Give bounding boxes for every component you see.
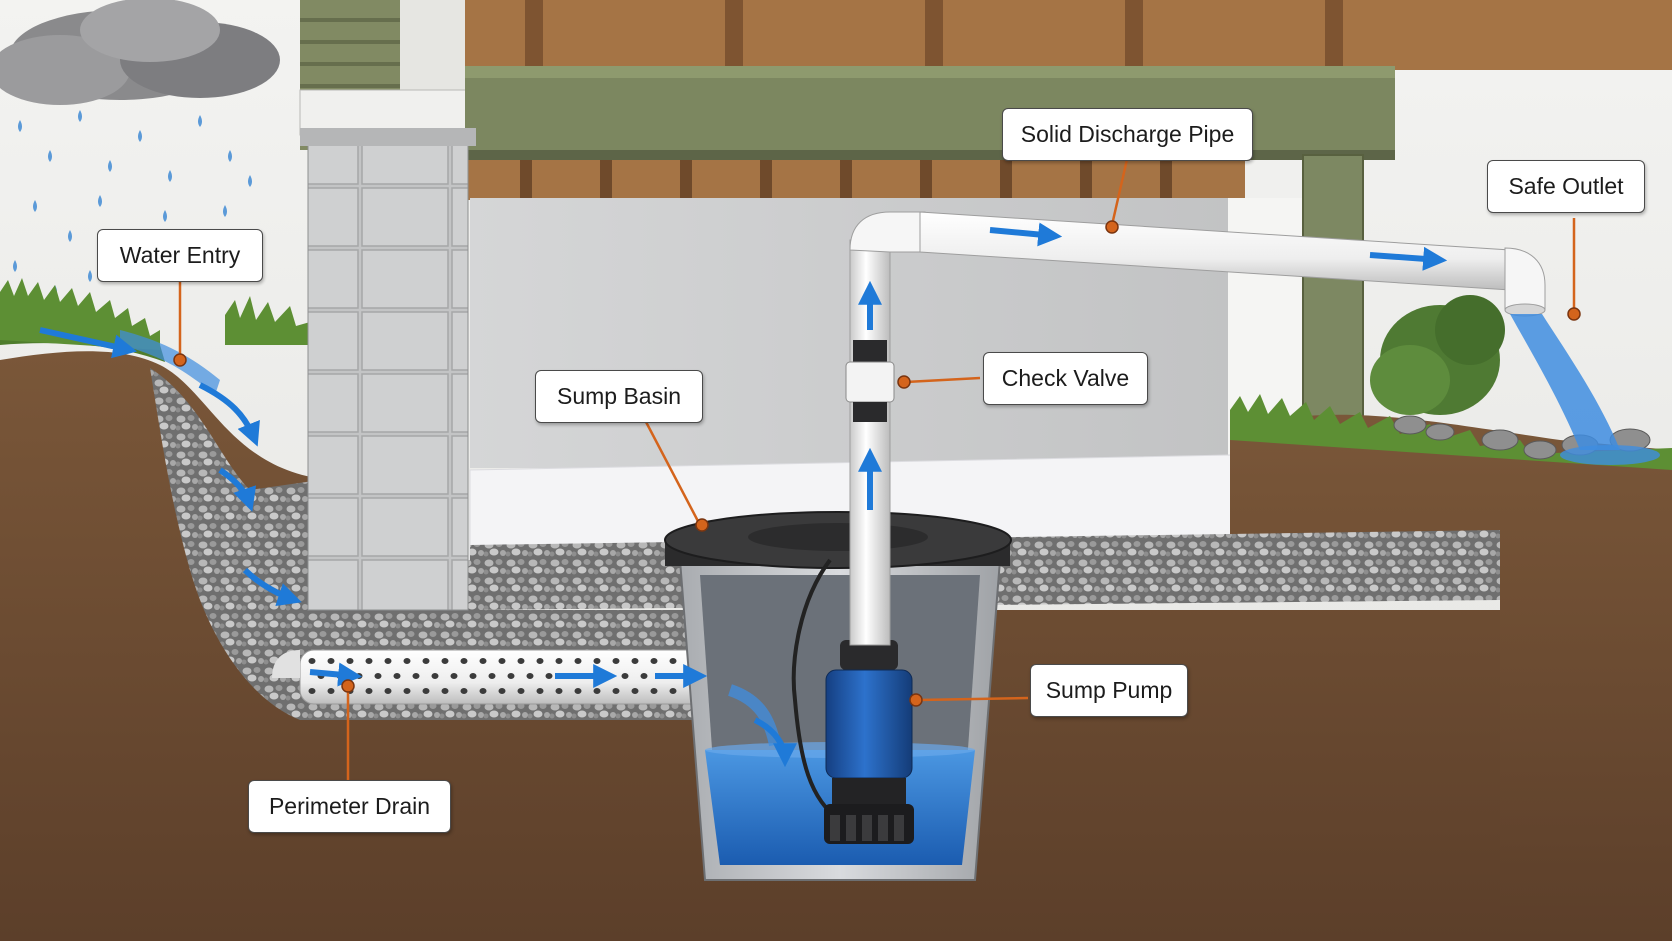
rain-drop-icon xyxy=(33,200,37,212)
rain-drop-icon xyxy=(223,205,227,217)
rain-drop-icon xyxy=(168,170,172,182)
rain-drop-icon xyxy=(198,115,202,127)
infiltrating-water xyxy=(120,330,781,747)
rain-drop-icon xyxy=(228,150,232,162)
rain-cloud-icon xyxy=(0,0,280,105)
callout-sump-pump: Sump Pump xyxy=(1030,664,1188,717)
callout-check-valve: Check Valve xyxy=(983,352,1148,405)
check-valve xyxy=(845,340,895,422)
rain-drop-icon xyxy=(13,260,17,272)
rain-drop-icon xyxy=(108,160,112,172)
rain-drop-icon xyxy=(48,150,52,162)
callout-solid-discharge-pipe: Solid Discharge Pipe xyxy=(1002,108,1253,161)
leader-lines xyxy=(178,154,1576,780)
rain-drop-icon xyxy=(18,120,22,132)
outlet-water-stream xyxy=(1510,314,1660,465)
callout-safe-outlet: Safe Outlet xyxy=(1487,160,1645,213)
sump-pump xyxy=(824,640,914,844)
rain-drop-icon xyxy=(248,175,252,187)
rain-drop-icon xyxy=(138,130,142,142)
callout-water-entry: Water Entry xyxy=(97,229,263,282)
flow-arrow-icon xyxy=(39,222,1448,768)
callout-sump-basin: Sump Basin xyxy=(535,370,703,423)
rain-drop-icon xyxy=(78,110,82,122)
rain-drop-icon xyxy=(68,230,72,242)
rain-drop-icon xyxy=(98,195,102,207)
rain-drop-icon xyxy=(88,270,92,282)
callout-perimeter-drain: Perimeter Drain xyxy=(248,780,451,833)
rain-drop-icon xyxy=(163,210,167,222)
shrub-icon xyxy=(1370,295,1505,415)
